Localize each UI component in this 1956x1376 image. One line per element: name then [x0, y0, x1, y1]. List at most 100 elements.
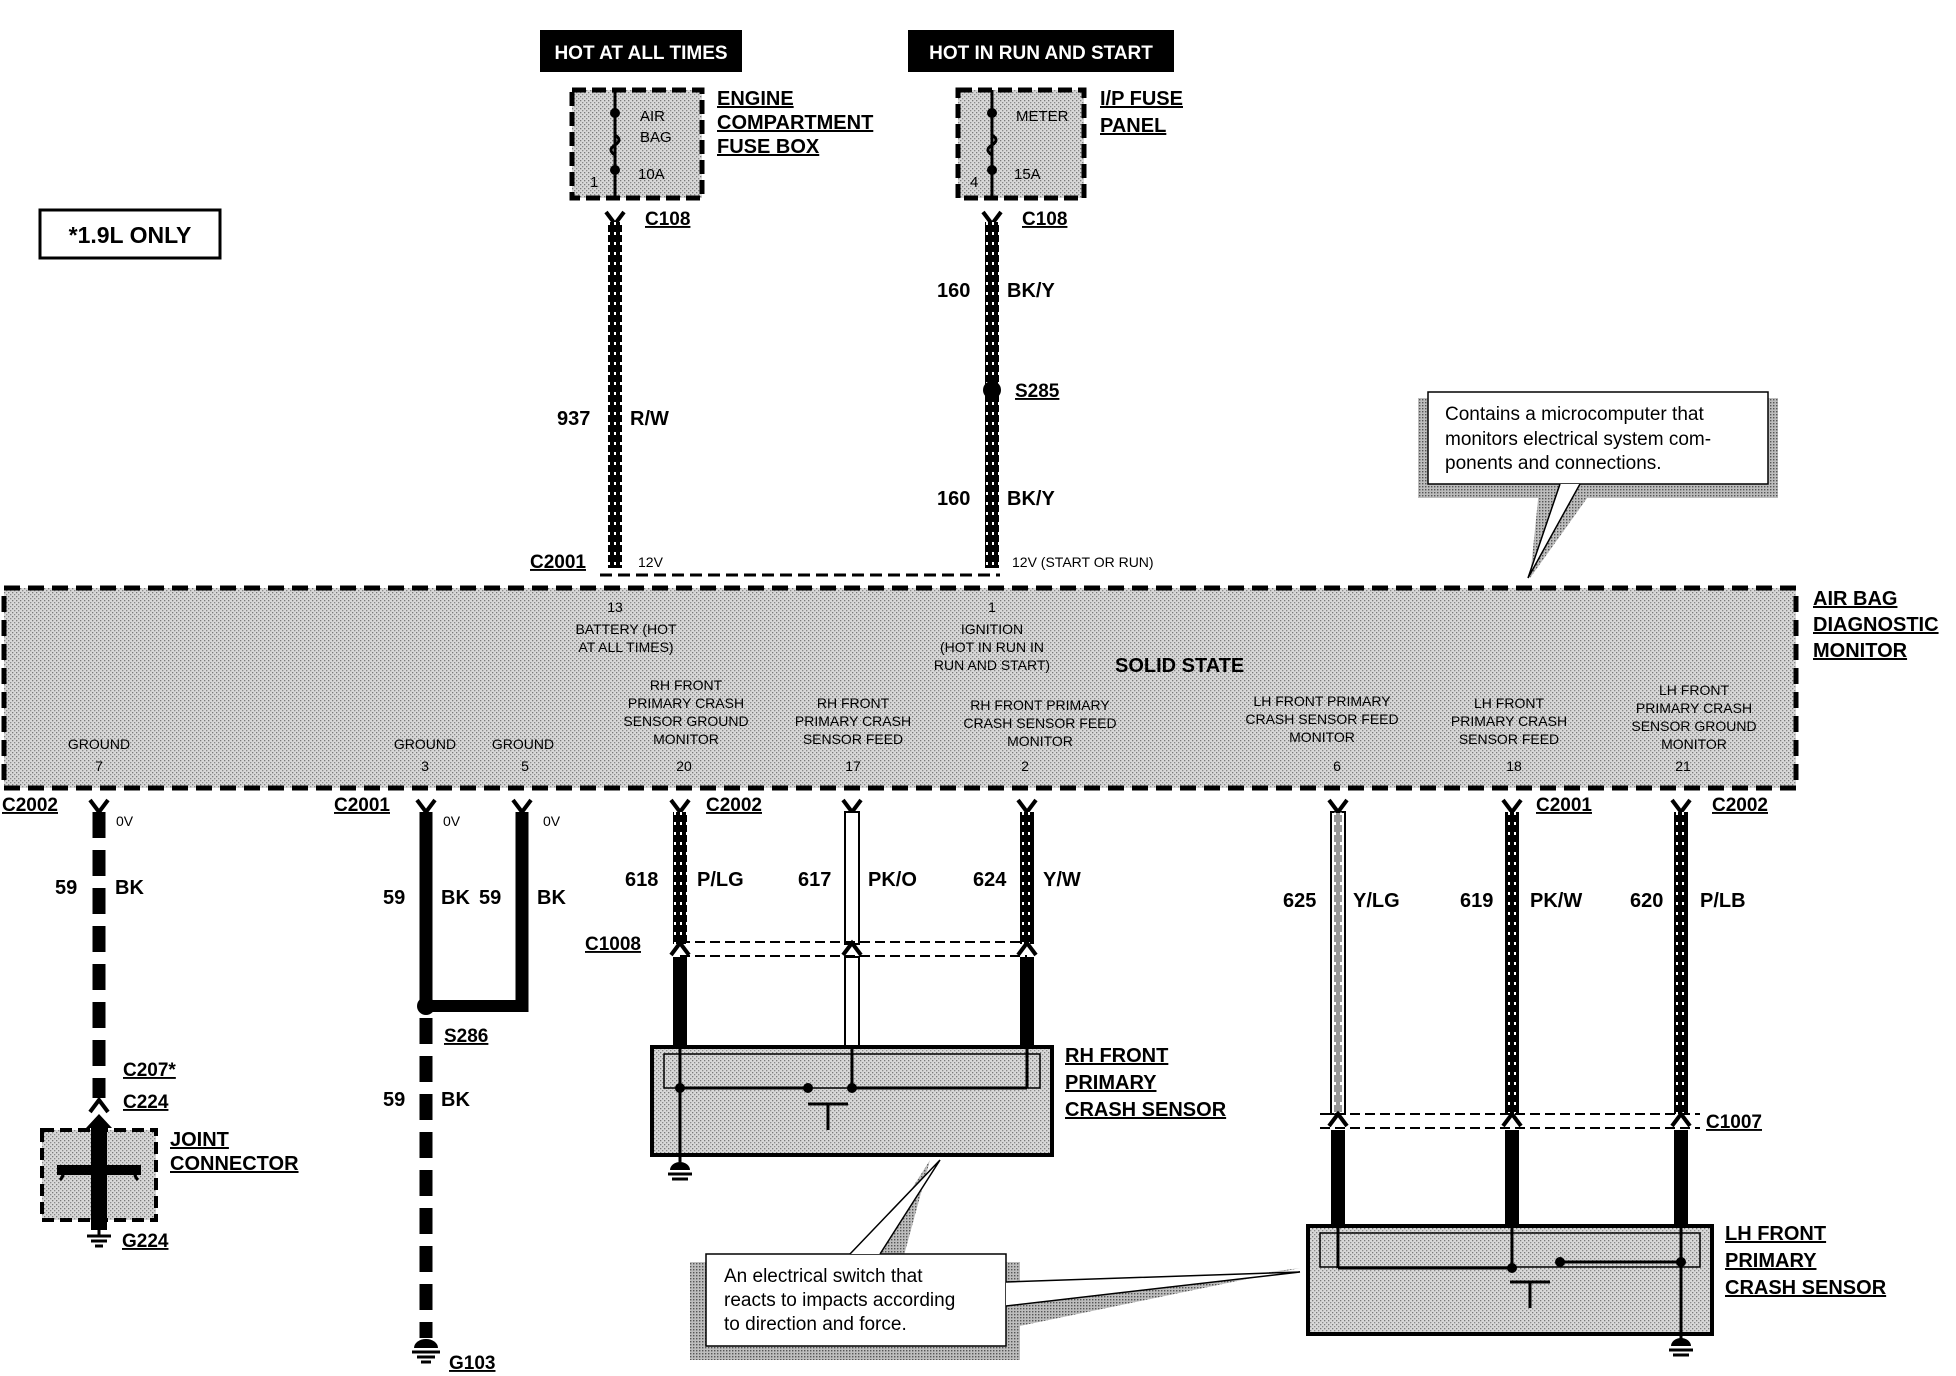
pin-label: GROUND [68, 736, 130, 752]
wire-59-lower-color: BK [441, 1089, 470, 1111]
c224-connector: C224 [123, 1092, 169, 1113]
splice-s285: S285 [1015, 381, 1060, 402]
module-pin-rh-sensor-ground-monitor: RH FRONT PRIMARY CRASH SENSOR GROUND MON… [623, 677, 748, 774]
callout-line3: ponents and connections. [1445, 453, 1662, 474]
c2002-connector-rh: C2002 [706, 795, 762, 816]
module-title-line3: MONITOR [1813, 640, 1908, 662]
fuse-panel-title-line2: PANEL [1100, 115, 1166, 137]
wire-617-number: 617 [798, 869, 831, 891]
pin-number: 21 [1675, 758, 1691, 774]
ground-symbol-icon [412, 1339, 440, 1364]
hot-in-run-and-start-text: HOT IN RUN AND START [929, 43, 1153, 64]
pin-label-line3: SENSOR GROUND [1631, 718, 1756, 734]
module-title-line1: AIR BAG [1813, 588, 1897, 610]
callout-line2: monitors electrical system com- [1445, 429, 1711, 450]
wire-160-color-lower: BK/Y [1007, 488, 1055, 510]
joint-connector: JOINT CONNECTOR G224 [40, 1114, 299, 1252]
lh-sensor-title-line3: CRASH SENSOR [1725, 1277, 1887, 1299]
wire-619-color: PK/W [1530, 890, 1582, 912]
electrical-switch-callout: An electrical switch that reacts to impa… [690, 1159, 1301, 1360]
hot-at-all-times-text: HOT AT ALL TIMES [554, 43, 727, 64]
c1008-connector: C1008 [585, 934, 641, 955]
fuse-box-title-line3: FUSE BOX [717, 136, 820, 158]
air-bag-diagnostic-monitor: AIR BAG DIAGNOSTIC MONITOR SOLID STATE 1… [1, 585, 1939, 791]
fuse-icon [986, 133, 998, 157]
module-pin-ground-3: GROUND 3 [394, 736, 456, 774]
fuse-rating: 10A [638, 166, 665, 183]
module-pin-rh-sensor-feed: RH FRONT PRIMARY CRASH SENSOR FEED 17 [795, 695, 911, 774]
pin-label-line2: PRIMARY CRASH [628, 695, 744, 711]
pin-label-line1: RH FRONT [650, 677, 723, 693]
module-pin-lh-sensor-ground-monitor: LH FRONT PRIMARY CRASH SENSOR GROUND MON… [1631, 682, 1756, 774]
pin-label-line3: MONITOR [1007, 733, 1073, 749]
wire-617-color: PK/O [868, 869, 917, 891]
wire-59-color: BK [115, 877, 144, 899]
wire-620-color: P/LB [1700, 890, 1746, 912]
pin-number: 7 [95, 758, 103, 774]
wire-59-number: 59 [55, 877, 77, 899]
splice-s285-dot [983, 381, 1001, 399]
fuse-name-line1: AIR [640, 108, 665, 125]
ignition-pin-line3: RUN AND START) [934, 657, 1050, 673]
c2001-connector-mid: C2001 [334, 795, 390, 816]
fuse-box-title-line1: ENGINE [717, 88, 794, 110]
g224-ground: G224 [122, 1231, 169, 1252]
pin-number: 3 [421, 758, 429, 774]
pin-number: 2 [1021, 758, 1029, 774]
pin-label: GROUND [394, 736, 456, 752]
fuse-name-line2: BAG [640, 129, 672, 146]
hot-in-run-and-start-label: HOT IN RUN AND START [908, 30, 1174, 72]
pin-label-line1: RH FRONT [817, 695, 890, 711]
c1007-connector: C1007 [1706, 1112, 1762, 1133]
pin-label-line1: RH FRONT PRIMARY [970, 697, 1110, 713]
splice-s286: S286 [444, 1026, 488, 1047]
pin-label-line3: SENSOR FEED [803, 731, 903, 747]
rh-sensor-title-line2: PRIMARY [1065, 1072, 1157, 1094]
pin-label-line2: PRIMARY CRASH [1636, 700, 1752, 716]
engine-compartment-fuse-box: AIR BAG 10A 1 ENGINE COMPARTMENT FUSE BO… [569, 87, 873, 201]
wire-937-number: 937 [557, 408, 590, 430]
wire-160-number-lower: 160 [937, 488, 970, 510]
solid-state-label: SOLID STATE [1115, 655, 1244, 677]
rh-sensor-wires: 618 P/LG 617 PK/O 624 Y/W C1008 [585, 798, 1081, 1048]
wire-937-color: R/W [630, 408, 669, 430]
pin-label-line4: MONITOR [1661, 736, 1727, 752]
pin-label-line1: LH FRONT PRIMARY [1253, 693, 1391, 709]
ignition-pin-line2: (HOT IN RUN IN [940, 639, 1044, 655]
battery-pin-line1: BATTERY (HOT [575, 621, 677, 637]
wire-625-color: Y/LG [1353, 890, 1400, 912]
c108-connector-left: C108 [645, 209, 690, 230]
ground-symbol-icon [668, 1162, 692, 1181]
callout-line3: to direction and force. [724, 1314, 907, 1335]
pin-label-line2: PRIMARY CRASH [1451, 713, 1567, 729]
lh-sensor-title-line1: LH FRONT [1725, 1223, 1826, 1245]
voltage-12v: 12V [638, 554, 664, 570]
joint-connector-label-line2: CONNECTOR [170, 1153, 299, 1175]
voltage-0v-pin3: 0V [443, 813, 461, 829]
pin-number: 17 [845, 758, 861, 774]
hot-at-all-times-label: HOT AT ALL TIMES [540, 30, 742, 72]
module-title-line2: DIAGNOSTIC [1813, 614, 1939, 636]
rh-sensor-title-line1: RH FRONT [1065, 1045, 1168, 1067]
wire-160-color-upper: BK/Y [1007, 280, 1055, 302]
joint-connector-label-line1: JOINT [170, 1129, 229, 1151]
ignition-pin-number: 1 [988, 599, 996, 615]
ignition-pin-line1: IGNITION [961, 621, 1023, 637]
pin-label-line2: CRASH SENSOR FEED [963, 715, 1116, 731]
pin-label-line1: LH FRONT [1474, 695, 1544, 711]
pin-number: 18 [1506, 758, 1522, 774]
engine-note-text: *1.9L ONLY [69, 222, 192, 248]
lh-sensor-wires: 625 Y/LG 619 PK/W 620 P/LB C1007 [1283, 798, 1762, 1226]
callout-line1: An electrical switch that [724, 1266, 923, 1287]
pin-label-line1: LH FRONT [1659, 682, 1729, 698]
wire-624-color: Y/W [1043, 869, 1081, 891]
c207-connector: C207* [123, 1060, 176, 1081]
module-pin-lh-sensor-feed: LH FRONT PRIMARY CRASH SENSOR FEED 18 [1451, 695, 1567, 774]
module-pin-lh-sensor-feed-monitor: LH FRONT PRIMARY CRASH SENSOR FEED MONIT… [1245, 693, 1398, 774]
wire-618-number: 618 [625, 869, 658, 891]
pin-label-line3: SENSOR FEED [1459, 731, 1559, 747]
ground-symbol-icon [1669, 1338, 1693, 1357]
voltage-12v-start-or-run: 12V (START OR RUN) [1012, 554, 1154, 570]
fuse-name: METER [1016, 108, 1069, 125]
